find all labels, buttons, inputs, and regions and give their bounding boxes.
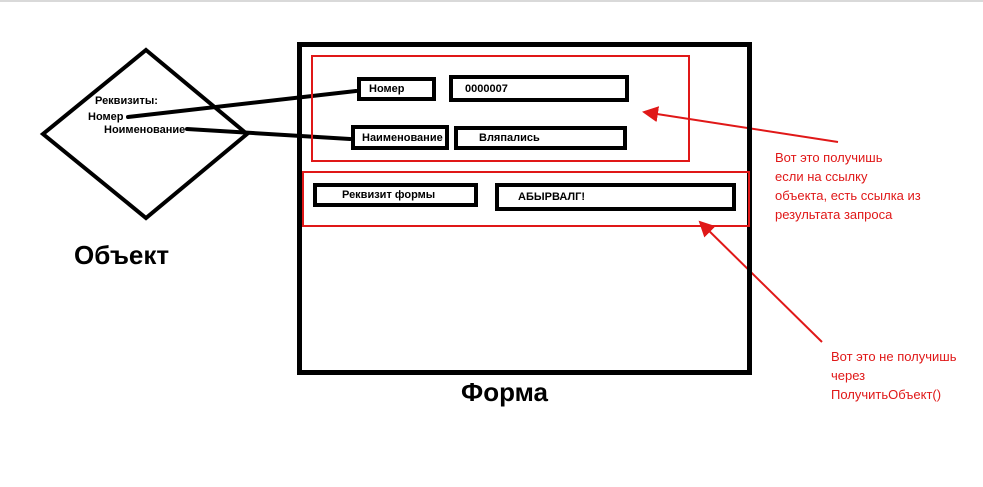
arrow-top-note <box>642 106 839 143</box>
note-top: Вот это получишь если на ссылку объекта,… <box>775 148 921 224</box>
note-top-line: Вот это получишь <box>775 150 883 165</box>
connector-number <box>126 89 358 119</box>
arrow-bottom-note <box>698 220 823 343</box>
note-top-line: если на ссылку <box>775 169 868 184</box>
highlight-object-fields <box>311 55 690 162</box>
note-bottom-line: через <box>831 368 866 383</box>
note-bottom-line: Вот это не получишь <box>831 349 957 364</box>
note-top-line: результата запроса <box>775 207 893 222</box>
note-bottom-line: ПолучитьОбъект() <box>831 387 942 402</box>
number-label: Номер <box>369 83 405 95</box>
number-value: 0000007 <box>465 82 508 95</box>
top-divider <box>0 0 983 2</box>
note-top-line: объекта, есть ссылка из <box>775 188 921 203</box>
attr-form-label-box: Реквизит формы <box>313 183 478 207</box>
object-title: Объект <box>74 240 170 270</box>
name-label-box: Наименование <box>351 125 449 150</box>
name-value-field: Вляпались <box>454 126 627 150</box>
connector-name <box>185 127 352 141</box>
name-value: Вляпались <box>479 132 540 144</box>
object-attributes-label: Реквизиты: <box>95 95 158 107</box>
object-attr-name: Ноименование <box>104 124 186 136</box>
form-title: Форма <box>461 377 548 407</box>
name-label: Наименование <box>362 131 443 144</box>
note-bottom: Вот это не получишь через ПолучитьОбъект… <box>831 347 957 404</box>
attr-form-value: АБЫРВАЛГ! <box>518 191 586 203</box>
number-value-field: 0000007 <box>449 75 629 102</box>
attr-form-value-field: АБЫРВАЛГ! <box>495 183 736 211</box>
highlight-form-attribute <box>302 171 750 227</box>
object-attr-number: Номер <box>88 111 124 123</box>
attr-form-label: Реквизит формы <box>342 189 436 201</box>
number-label-box: Номер <box>357 77 436 101</box>
